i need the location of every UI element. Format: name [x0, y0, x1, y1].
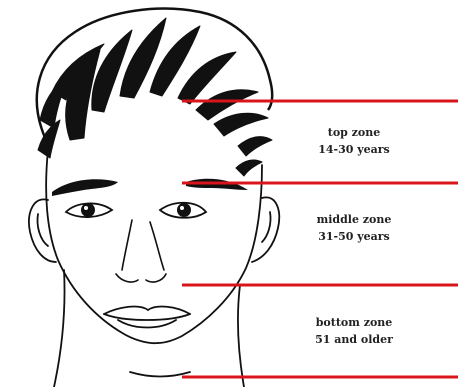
- nose: [116, 220, 166, 282]
- top-zone-label: top zone 14-30 years: [284, 124, 424, 158]
- bottom-zone-name: bottom zone: [284, 314, 424, 331]
- eyebrows: [52, 179, 248, 196]
- top-zone-ages: 14-30 years: [284, 141, 424, 158]
- middle-zone-ages: 31-50 years: [284, 228, 424, 245]
- middle-zone-name: middle zone: [284, 211, 424, 228]
- mouth: [104, 307, 190, 328]
- middle-zone-label: middle zone 31-50 years: [284, 211, 424, 245]
- hair: [37, 9, 272, 176]
- bottom-zone-label: bottom zone 51 and older: [284, 314, 424, 348]
- top-zone-name: top zone: [284, 124, 424, 141]
- bottom-zone-ages: 51 and older: [284, 331, 424, 348]
- eyes: [66, 203, 206, 218]
